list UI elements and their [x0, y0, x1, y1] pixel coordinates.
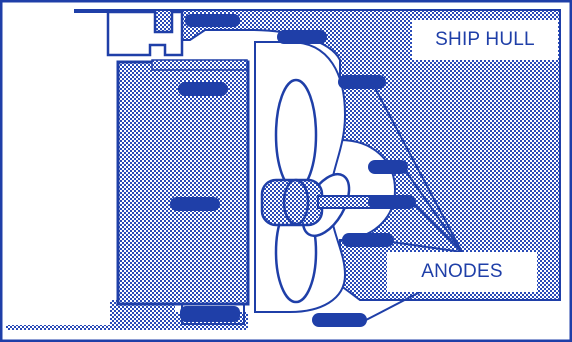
anode: [178, 82, 228, 96]
anode: [185, 14, 240, 27]
stock-flange: [151, 59, 248, 71]
rudder-stock: [106, 10, 184, 57]
keel-plate: [181, 303, 245, 325]
anode: [170, 197, 220, 211]
anode: [180, 306, 240, 322]
anode: [277, 30, 327, 44]
anode-group: [170, 14, 416, 327]
anodes-label: ANODES: [387, 252, 537, 292]
ship-hull-label: SHIP HULL: [412, 20, 558, 60]
leader-lines: [365, 87, 463, 321]
anode: [368, 195, 416, 209]
anode: [338, 75, 386, 89]
rudder-block: [116, 60, 250, 306]
anode: [368, 160, 408, 174]
anode: [342, 233, 394, 247]
anode: [312, 313, 367, 327]
